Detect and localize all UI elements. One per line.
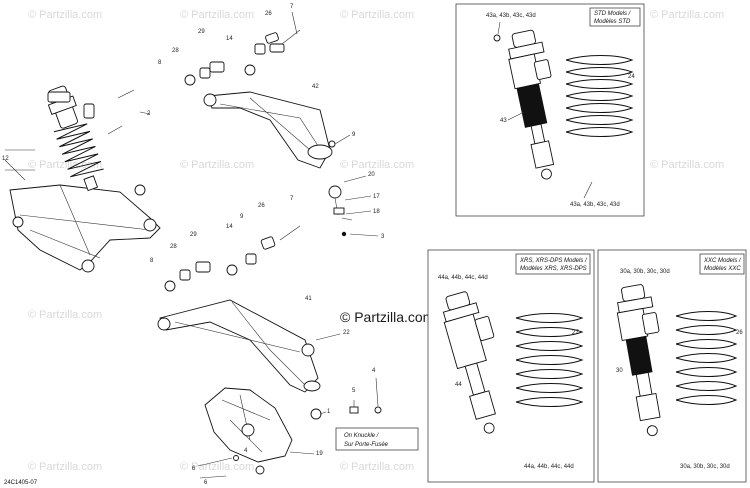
knuckle-note-line1: On Knuckle /: [344, 433, 380, 439]
part-number: 19: [316, 451, 323, 457]
watermarks: © Partzilla.com © Partzilla.com © Partzi…: [28, 9, 724, 473]
watermark: © Partzilla.com: [28, 309, 102, 321]
xrs-shock-bottom-label: 44a, 44b, 44c, 44d: [524, 464, 574, 470]
part-number: 29: [190, 232, 197, 238]
vehicle-suspension-assembly: 12: [2, 85, 161, 273]
part-number: 22: [343, 330, 350, 336]
xrs-models-panel: XRS, XRS-DPS Models / Modèles XRS, XRS-D…: [427, 249, 595, 483]
part-number: 26: [258, 203, 265, 209]
xxc-shock-bottom-label: 30a, 30b, 30c, 30d: [680, 464, 730, 470]
lower-a-arm-assembly: 26 7 9 14 29 28 8 41 22 1 19 4 5 4 6 6 O…: [150, 196, 419, 486]
part-number: 2: [147, 111, 151, 117]
watermark: © Partzilla.com: [650, 159, 724, 171]
part-number: 6: [204, 480, 208, 486]
knuckle-note-box: [335, 427, 419, 451]
xxc-shock-label: 30: [616, 368, 623, 374]
part-number: 9: [240, 214, 244, 220]
part-number: 12: [2, 156, 9, 162]
part-number: 18: [373, 209, 380, 215]
part-number: 6: [192, 466, 196, 472]
watermark: © Partzilla.com: [180, 159, 254, 171]
watermark: © Partzilla.com: [340, 461, 414, 473]
part-number: 28: [172, 48, 179, 54]
xrs-shock-label: 44: [455, 382, 462, 388]
part-number: 17: [373, 194, 380, 200]
xrs-title-line1: XRS, XRS-DPS Models /: [519, 258, 588, 264]
knuckle-note-line2: Sur Porte-Fusée: [344, 442, 389, 448]
part-number: 29: [198, 29, 205, 35]
part-number: 7: [290, 196, 294, 202]
watermark: © Partzilla.com: [340, 159, 414, 171]
watermark: © Partzilla.com: [28, 9, 102, 21]
std-shock-bottom-label: 43a, 43b, 43c, 43d: [570, 202, 620, 208]
part-number: 8: [150, 258, 154, 264]
center-watermark: © Partzilla.com: [340, 309, 434, 325]
xrs-title-line2: Modèles XRS, XRS-DPS: [520, 266, 587, 272]
part-number: 5: [352, 388, 356, 394]
part-number: 8: [158, 60, 162, 66]
drawing-reference-code: 24C1405-07: [4, 480, 38, 486]
watermark: © Partzilla.com: [28, 461, 102, 473]
part-number: 9: [352, 132, 356, 138]
xxc-spring-label: 26: [736, 330, 743, 336]
std-title-line1: STD Models /: [594, 11, 632, 17]
xxc-shock-top-label: 30a, 30b, 30c, 30d: [620, 269, 670, 275]
xrs-shock-top-label: 44a, 44b, 44c, 44d: [438, 275, 488, 281]
xxc-models-panel: XXC Models / Modèles XXC 30a, 30b, 30c, …: [597, 249, 747, 483]
watermark: © Partzilla.com: [180, 461, 254, 473]
part-number: 7: [290, 4, 294, 10]
part-number: 4: [372, 368, 376, 374]
xxc-title-line1: XXC Models /: [703, 258, 742, 264]
part-number: 14: [226, 36, 233, 42]
part-number: 26: [265, 11, 272, 17]
part-number: 14: [226, 224, 233, 230]
xxc-title-line2: Modèles XXC: [704, 266, 741, 272]
part-number: 28: [170, 244, 177, 250]
std-shock-label: 43: [500, 118, 507, 124]
part-number: 4: [244, 448, 248, 454]
xrs-spring-label: 27: [572, 330, 579, 336]
upper-a-arm-assembly: 26 7 29 28 14 8 42 2 9 20 17 18 3: [107, 4, 385, 240]
std-models-panel: STD Models / Modèles STD 43a, 43b, 43c, …: [455, 3, 645, 217]
part-number: 41: [305, 296, 312, 302]
std-spring-label: 24: [628, 74, 635, 80]
std-title-line2: Modèles STD: [594, 19, 631, 25]
watermark: © Partzilla.com: [180, 9, 254, 21]
part-number: 20: [368, 172, 375, 178]
part-number: 1: [327, 409, 331, 415]
watermark: © Partzilla.com: [650, 9, 724, 21]
part-number: 3: [381, 234, 385, 240]
watermark: © Partzilla.com: [28, 159, 102, 171]
watermark: © Partzilla.com: [340, 9, 414, 21]
std-shock-top-label: 43a, 43b, 43c, 43d: [486, 13, 536, 19]
part-number: 42: [312, 84, 319, 90]
